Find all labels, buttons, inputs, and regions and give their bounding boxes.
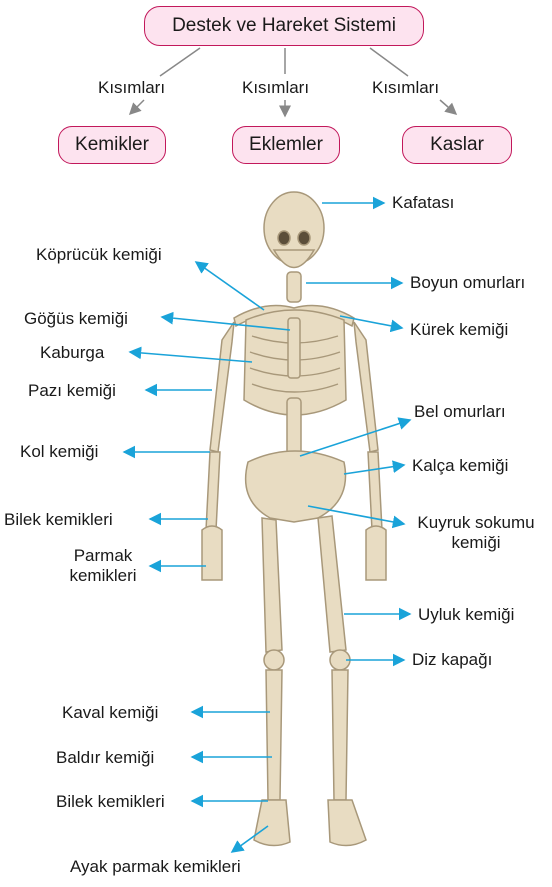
label-bel-omurlari: Bel omurları [414, 402, 506, 422]
arrow-kaburga [130, 352, 252, 362]
kneecap-left [264, 650, 284, 670]
forearm-left [206, 452, 220, 530]
label-kaburga: Kaburga [40, 343, 104, 363]
pelvis [246, 451, 346, 522]
connector-left-upper [160, 48, 200, 76]
label-kalca-kemigi: Kalça kemiği [412, 456, 508, 476]
concept-child-eklemler: Eklemler [232, 126, 340, 164]
connector-right-lower [440, 100, 456, 114]
arrow-kopruculuk-kemigi [196, 262, 264, 310]
femur-right [318, 516, 346, 652]
hand-left [202, 526, 222, 580]
concept-child-kemikler: Kemikler [58, 126, 166, 164]
tibia-right [332, 670, 348, 800]
label-diz-kapagi: Diz kapağı [412, 650, 492, 670]
foot-right [328, 800, 366, 846]
label-kopruculuk-kemigi: Köprücük kemiği [36, 245, 162, 265]
upper-arm-right [354, 322, 378, 452]
label-kol-kemigi: Kol kemiği [20, 442, 98, 462]
arrow-bel-omurlari [300, 420, 410, 456]
tibia-left [266, 670, 282, 800]
concept-root: Destek ve Hareket Sistemi [144, 6, 424, 46]
foot-left [254, 800, 290, 846]
label-bilek-kemikleri-ayak: Bilek kemikleri [56, 792, 165, 812]
concept-child-kaslar: Kaslar [402, 126, 512, 164]
jaw [274, 250, 314, 268]
label-gogus-kemigi: Göğüs kemiği [24, 309, 128, 329]
femur-left [262, 518, 282, 652]
label-kuyruk-sokumu-kemigi: Kuyruk sokumu kemiği [404, 513, 548, 553]
relation-label-mid: Kısımları [242, 78, 309, 98]
relation-label-right: Kısımları [372, 78, 439, 98]
label-boyun-omurlari: Boyun omurları [410, 273, 525, 293]
label-parmak-kemikleri: Parmak kemikleri [58, 546, 148, 586]
label-kurek-kemigi: Kürek kemiği [410, 320, 508, 340]
skeleton-illustration [202, 192, 386, 846]
label-pazi-kemigi: Pazı kemiği [28, 381, 116, 401]
neck-vertebrae [287, 272, 301, 302]
hand-right [366, 526, 386, 580]
label-kafatasi: Kafatası [392, 193, 454, 213]
label-baldir-kemigi: Baldır kemiği [56, 748, 154, 768]
connector-right-upper [370, 48, 408, 76]
relation-label-left: Kısımları [98, 78, 165, 98]
label-bilek-kemikleri-el: Bilek kemikleri [4, 510, 113, 530]
connector-left-lower [130, 100, 144, 114]
label-uyluk-kemigi: Uyluk kemiği [418, 605, 514, 625]
label-ayak-parmak-kemikleri: Ayak parmak kemikleri [70, 857, 241, 877]
sternum [288, 318, 300, 378]
label-kaval-kemigi: Kaval kemiği [62, 703, 158, 723]
upper-arm-left [210, 322, 234, 452]
